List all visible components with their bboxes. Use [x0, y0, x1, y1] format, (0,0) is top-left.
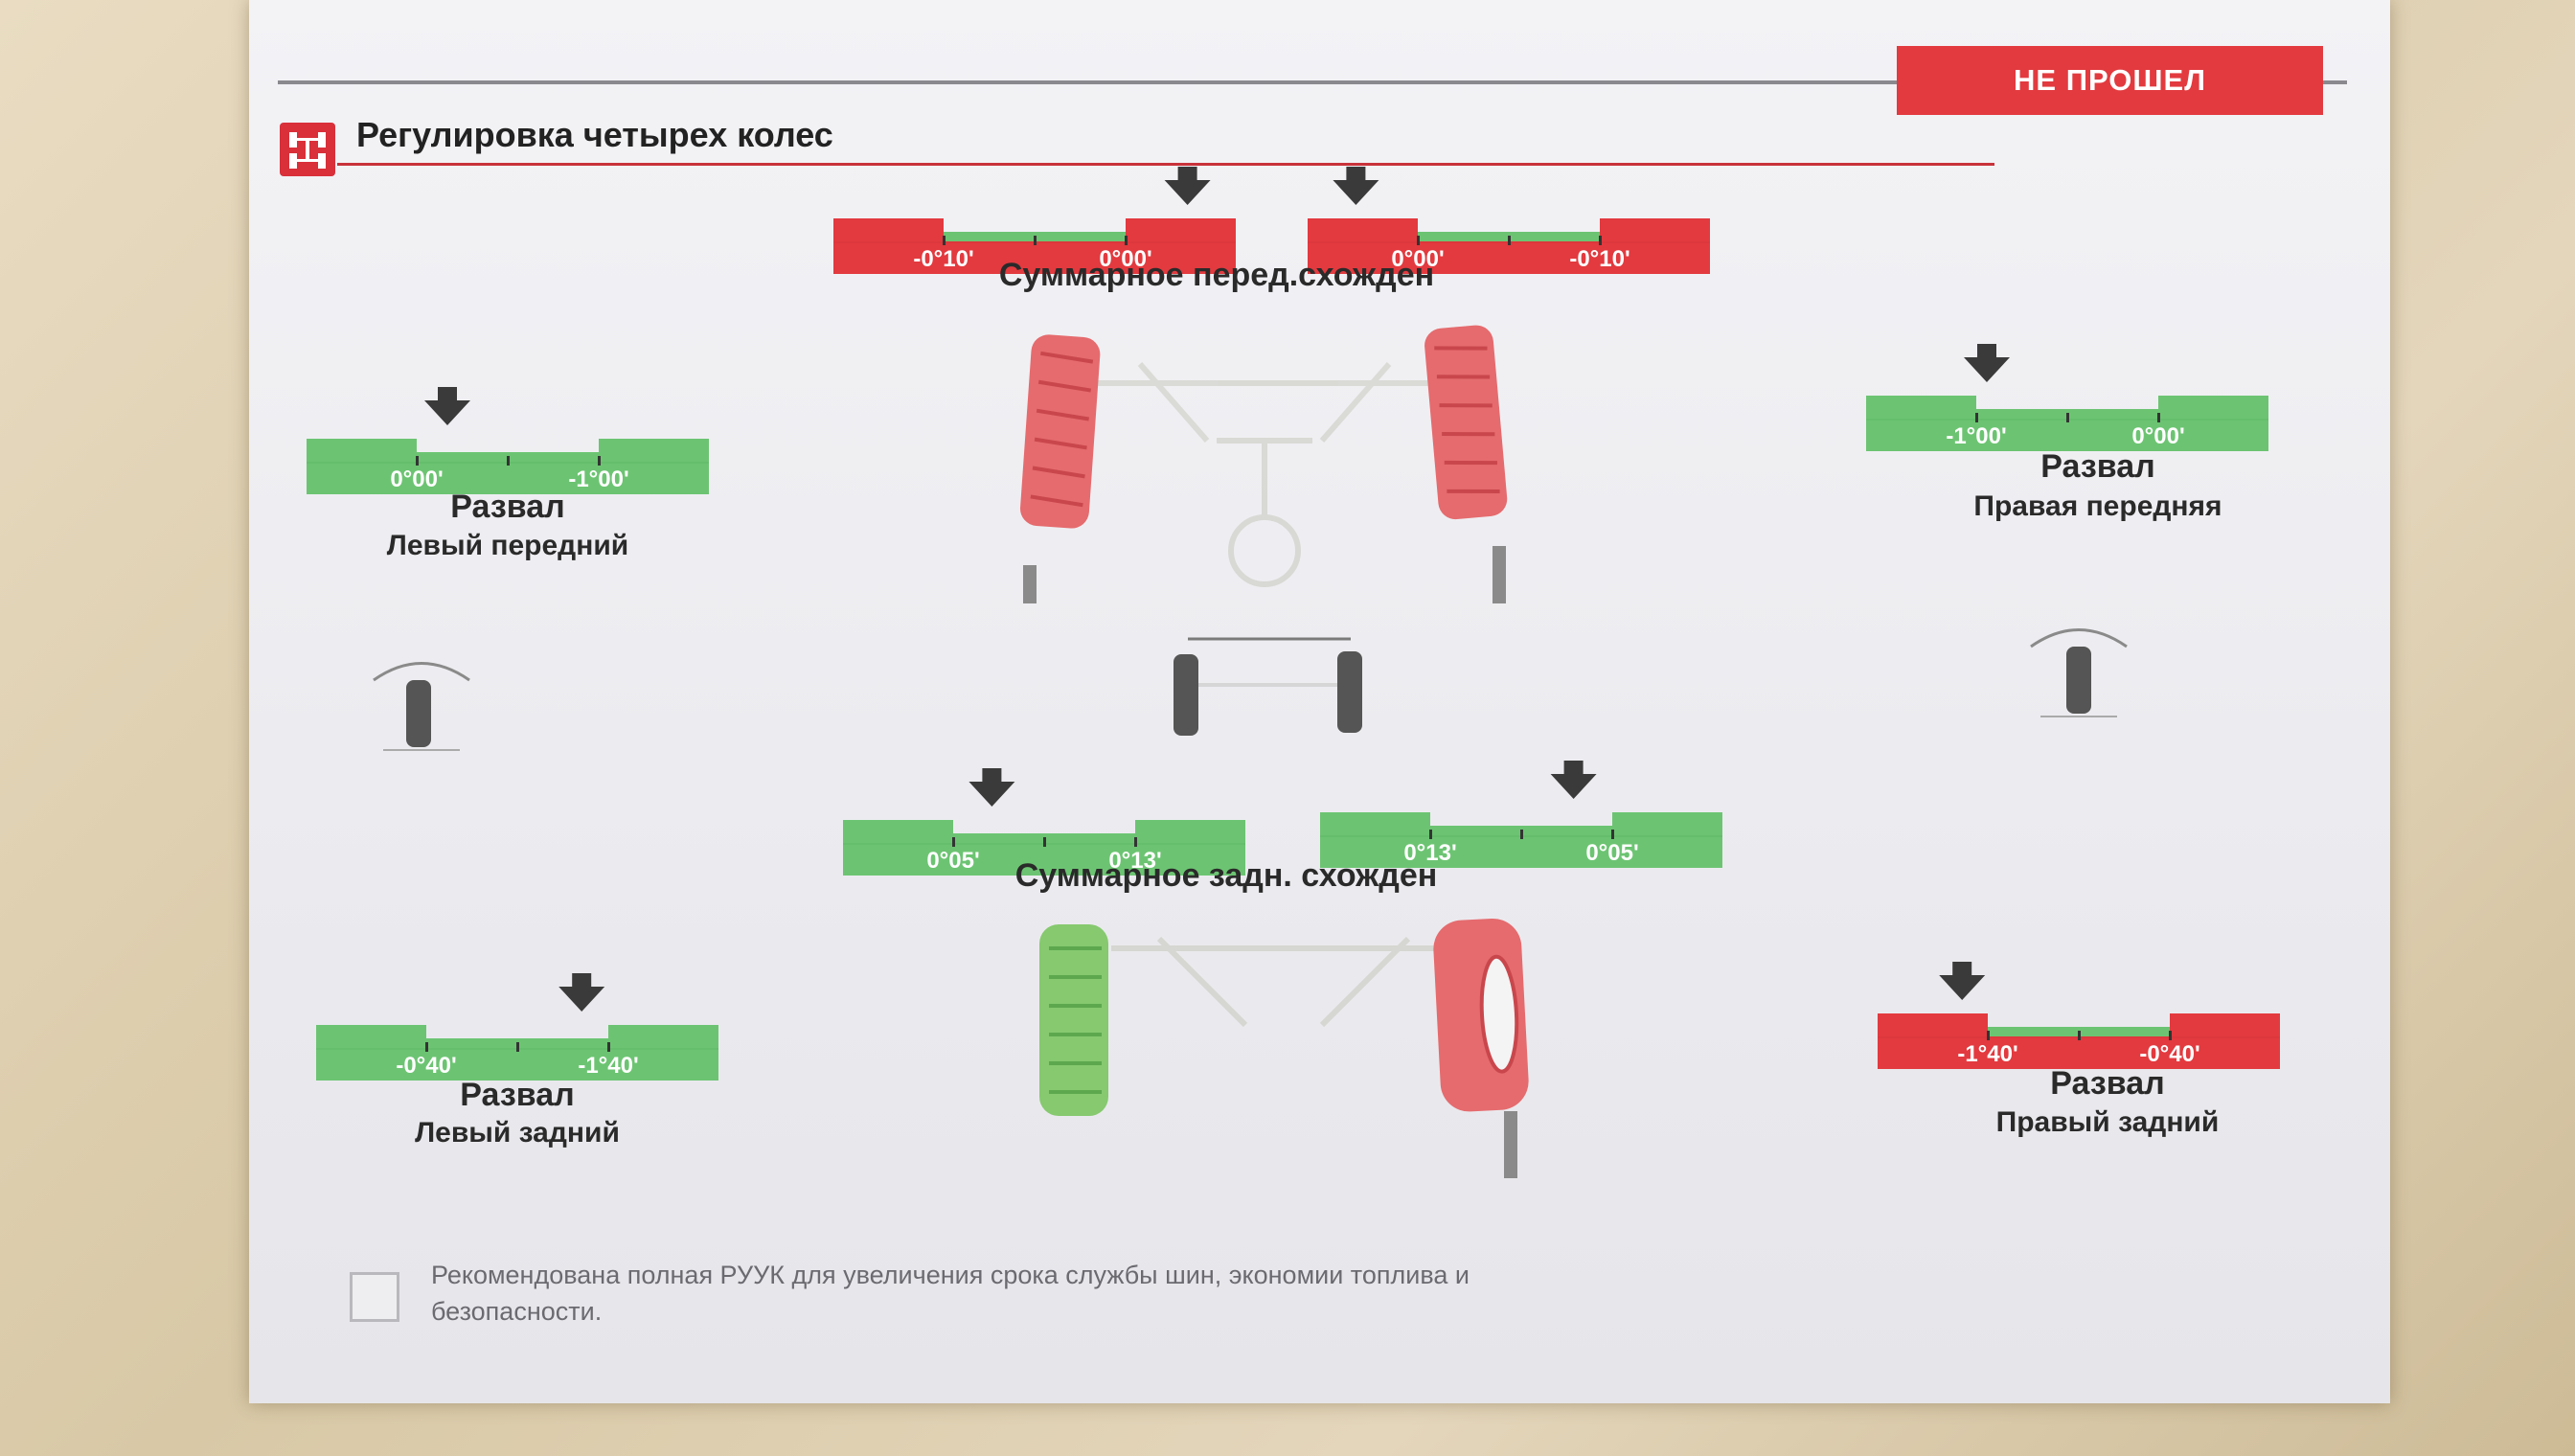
gauge-tick-label: 0°05': [926, 848, 979, 874]
gauge-tick: [2078, 1031, 2081, 1040]
camber-right-front-gauge: -1°00' 0°00': [1866, 340, 2268, 455]
gauge-left-zone: [316, 1025, 426, 1081]
recommendation-text: Рекомендована полная РУУК для увеличения…: [431, 1261, 1470, 1326]
gauge-tick-label: -0°40': [2139, 1041, 2199, 1067]
gauge-tick: [2157, 413, 2160, 422]
front-toe-label: Суммарное перед.схожден: [998, 257, 1435, 293]
gauge-tick: [1520, 830, 1523, 839]
gauge-tick: [416, 456, 419, 466]
gauge-left-zone: [843, 820, 953, 876]
camber-left-front-sublabel: Левый передний: [386, 530, 629, 561]
rear-left-wheel: [1039, 924, 1108, 1116]
gauge-tick-label: 0°05': [1585, 840, 1638, 866]
arrow-down-icon: [1164, 167, 1211, 205]
gauge-left-zone: [1320, 812, 1430, 868]
gauge-tick-label: -1°40': [578, 1053, 638, 1079]
gauge-left-zone: [1866, 396, 1976, 451]
status-badge: НЕ ПРОШЕЛ: [1897, 46, 2323, 115]
rear-right-wheel: [1433, 918, 1529, 1112]
gauge-tick-label: 0°13': [1403, 840, 1456, 866]
rear-toe-label: Суммарное задн. схожден: [1014, 857, 1438, 894]
arrow-down-icon: [424, 387, 470, 425]
front-toe-left-gauge: -0°10' 0°00': [833, 163, 1236, 278]
gauge-tick-label: 0°00': [1391, 246, 1444, 272]
front-right-wheel: [1424, 325, 1508, 520]
gauge-tick: [1034, 236, 1037, 245]
arrow-down-icon: [1550, 761, 1597, 799]
section-title: Регулировка четырех колес: [356, 115, 833, 154]
camber-left-rear-gauge: -0°40' -1°40': [316, 969, 718, 1084]
camber-left-rear-label: Развал: [460, 1077, 575, 1113]
gauge-tick: [607, 1042, 610, 1052]
gauge-tick: [1043, 837, 1046, 847]
gauge-tick: [943, 236, 946, 245]
camber-left-front-label: Развал: [450, 489, 565, 525]
gauge-tick-label: -0°40': [396, 1053, 456, 1079]
gauge-tick: [1987, 1031, 1990, 1040]
title-underline: [337, 163, 1994, 166]
gauge-tick-label: 0°00': [2131, 423, 2184, 449]
gauge-tick: [1134, 837, 1137, 847]
camber-right-icon: [2021, 618, 2136, 723]
camber-right-rear-label: Развал: [2050, 1065, 2165, 1102]
gauge-right-zone: [1600, 218, 1710, 274]
gauge-tick: [952, 837, 955, 847]
gauge-tick: [507, 456, 510, 466]
gauge-right-zone: [2170, 1013, 2280, 1069]
gauge-tick: [2169, 1031, 2172, 1040]
gauge-left-zone: [307, 439, 417, 494]
gauge-tick-label: 0°00': [1099, 246, 1151, 272]
arrow-down-icon: [1333, 167, 1379, 205]
gauge-tick: [598, 456, 601, 466]
gauge-tick: [1975, 413, 1978, 422]
gauge-right-zone: [1612, 812, 1722, 868]
gauge-left-zone: [833, 218, 944, 274]
gauge-tick: [1417, 236, 1420, 245]
gauge-tick-label: 0°13': [1108, 848, 1161, 874]
top-divider: [278, 80, 2347, 84]
camber-left-front-gauge: 0°00' -1°00': [307, 383, 709, 498]
gauge-right-zone: [2158, 396, 2268, 451]
camber-right-front-sublabel: Правая передняя: [1973, 490, 2222, 522]
gauge-right-zone: [1126, 218, 1236, 274]
gauge-tick-label: -0°10': [913, 246, 973, 272]
wheel-alignment-icon: [280, 123, 335, 176]
arrow-down-icon: [1939, 962, 1986, 1000]
camber-left-icon: [364, 651, 479, 757]
gauge-tick: [425, 1042, 428, 1052]
gauge-right-zone: [599, 439, 709, 494]
gauge-right-zone: [1135, 820, 1245, 876]
gauge-tick-label: -0°10': [1569, 246, 1629, 272]
toe-top-view-icon: [1159, 627, 1379, 742]
recommendation-checkbox[interactable]: [350, 1272, 399, 1322]
gauge-tick-label: 0°00': [390, 466, 443, 492]
gauge-tick: [1599, 236, 1602, 245]
front-toe-right-gauge: 0°00' -0°10': [1308, 163, 1710, 278]
gauge-tick-label: -1°40': [1957, 1041, 2017, 1067]
gauge-tick: [2066, 413, 2069, 422]
camber-right-rear-sublabel: Правый задний: [1995, 1106, 2220, 1138]
gauge-tick: [1429, 830, 1432, 839]
gauge-tick: [1508, 236, 1511, 245]
camber-right-rear-gauge: -1°40' -0°40': [1878, 958, 2280, 1073]
gauge-left-zone: [1308, 218, 1418, 274]
rear-axle-illustration: [1015, 910, 1552, 1188]
gauge-tick: [1611, 830, 1614, 839]
gauge-tick: [1125, 236, 1128, 245]
report-sheet: НЕ ПРОШЕЛ Регулировка четырех колес -0°1…: [249, 0, 2390, 1403]
arrow-down-icon: [558, 973, 605, 1012]
arrow-down-icon: [1964, 344, 2010, 382]
arrow-down-icon: [968, 768, 1015, 807]
gauge-tick: [516, 1042, 519, 1052]
gauge-tick-label: -1°00': [568, 466, 628, 492]
gauge-left-zone: [1878, 1013, 1988, 1069]
camber-left-rear-sublabel: Левый задний: [415, 1117, 620, 1149]
gauge-right-zone: [608, 1025, 718, 1081]
camber-right-front-label: Развал: [2040, 448, 2155, 485]
rear-toe-right-gauge: 0°13' 0°05': [1320, 757, 1722, 872]
gauge-tick-label: -1°00': [1946, 423, 2006, 449]
rear-toe-left-gauge: 0°05' 0°13': [843, 764, 1245, 879]
front-axle-illustration: [996, 307, 1533, 603]
front-left-wheel: [1020, 334, 1101, 529]
